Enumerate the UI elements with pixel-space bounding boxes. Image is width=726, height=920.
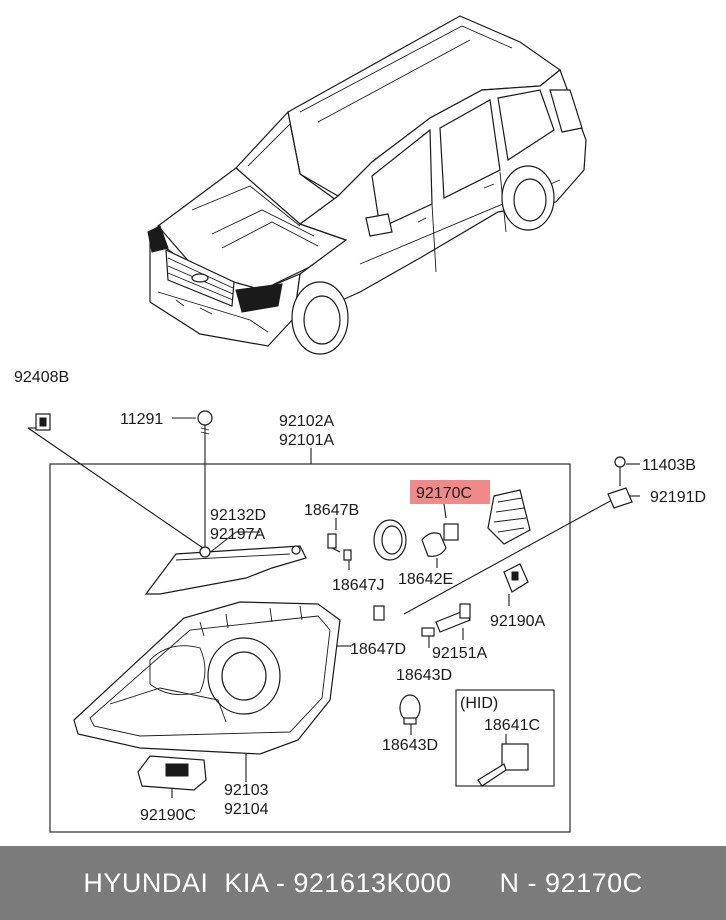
label-18641C: 18641C <box>484 717 540 734</box>
label-92408B: 92408B <box>14 369 69 386</box>
label-18647J: 18647J <box>332 577 385 594</box>
label-18642E: 18642E <box>398 571 453 588</box>
assembly-frame <box>49 463 571 833</box>
label-18643D-lower: 18643D <box>382 737 438 754</box>
cover-plate-part <box>144 545 307 595</box>
label-92151A: 92151A <box>432 645 487 662</box>
label-92102A: 92102A <box>279 413 334 430</box>
label-92103: 92103 <box>224 782 269 799</box>
label-92101A: 92101A <box>279 432 334 449</box>
cover-92170C-part <box>487 489 531 545</box>
bulb-18643D-small-part <box>421 627 435 637</box>
footer-bar: HYUNDAI KIA - 921613K000 N - 92170C <box>0 846 726 920</box>
clip-92408B-part <box>35 413 51 431</box>
label-92197A: 92197A <box>210 526 265 543</box>
hid-box <box>455 689 555 787</box>
part-labels: 92408B 11291 92102A 92101A 92132D 92197A… <box>14 369 706 824</box>
headlamp-parts-diagram: 92408B 11291 92102A 92101A 92132D 92197A… <box>14 15 706 833</box>
vehicle-illustration <box>147 15 587 355</box>
dust-cap-part <box>373 519 407 561</box>
leader-lines <box>27 417 640 798</box>
label-92104: 92104 <box>224 801 269 818</box>
label-92132D: 92132D <box>210 507 266 524</box>
screw-11291-part <box>197 410 213 436</box>
ballast-92190C-part <box>137 755 207 791</box>
bulb-18643D-part <box>399 694 421 725</box>
rod-92151A-part <box>435 603 471 633</box>
label-92190A: 92190A <box>490 613 545 630</box>
label-11403B: 11403B <box>642 457 696 474</box>
label-92170C: 92170C <box>416 485 472 502</box>
bracket-92191D-part <box>607 487 633 509</box>
label-hid: (HID) <box>460 695 498 712</box>
screw-11403B-part <box>614 456 626 486</box>
highlight-92170C <box>410 480 490 504</box>
headlamp-housing-part <box>73 601 341 755</box>
bulb-18641C-part <box>477 743 529 787</box>
label-11291: 11291 <box>120 411 163 428</box>
socket-18647J-part <box>343 549 352 561</box>
socket-18647B-part <box>327 533 341 553</box>
label-92190C: 92190C <box>140 807 196 824</box>
socket-18647D-part <box>373 605 385 621</box>
label-92191D: 92191D <box>650 489 706 506</box>
label-18643D-upper: 18643D <box>396 667 452 684</box>
footer-part-number: HYUNDAI KIA - 921613K000 N - 92170C <box>83 867 643 898</box>
label-18647B: 18647B <box>304 502 359 519</box>
module-92190A-part <box>503 563 529 593</box>
label-18647D: 18647D <box>350 641 406 658</box>
bulb-18642E-part <box>421 523 459 557</box>
